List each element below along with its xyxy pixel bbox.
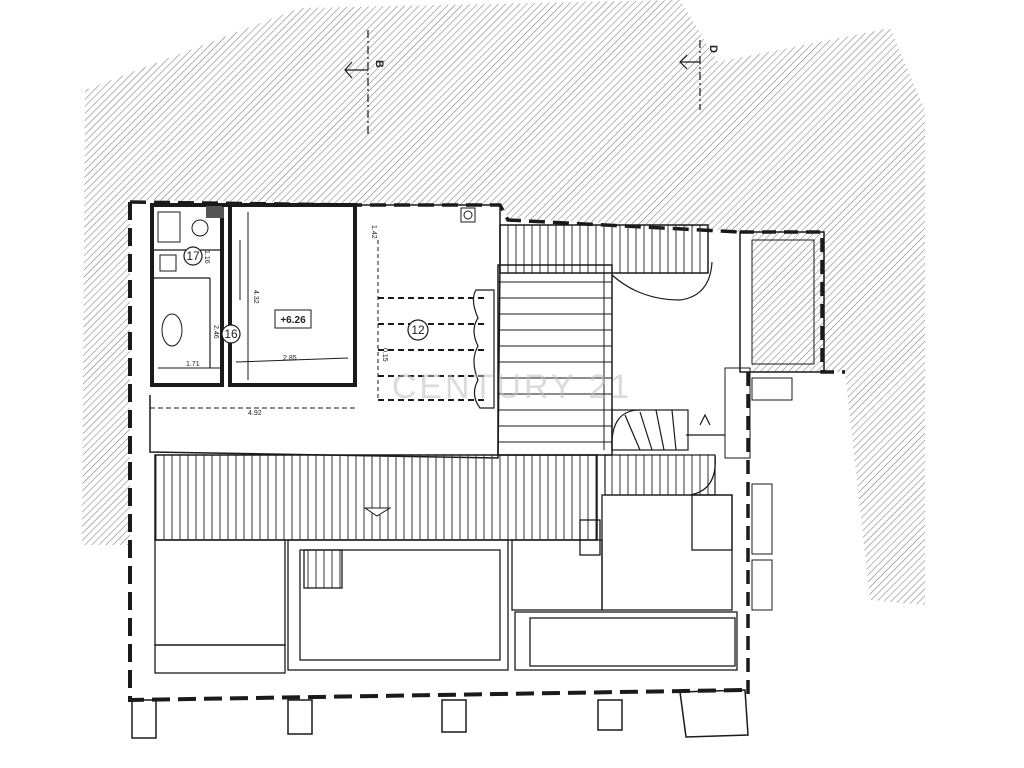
room-12-area	[149, 204, 501, 459]
room-17-marker: 17	[183, 246, 203, 266]
dimension-label: 1.71	[186, 361, 200, 368]
dimension-labels: 1.42 1.16 4.32 2.46 1.71 2.85 4.92 0.15	[186, 225, 388, 417]
section-label-d: D	[707, 45, 719, 53]
room-12-marker: 12	[407, 319, 429, 341]
dimension-label: 0.15	[381, 348, 388, 362]
right-column	[724, 231, 825, 611]
section-marker-d	[679, 40, 701, 110]
dimension-label: 1.16	[203, 250, 210, 264]
dimension-label: 4.92	[248, 410, 262, 417]
dimension-label: 2.85	[283, 355, 297, 362]
watermark: CENTURY 21	[392, 368, 632, 406]
central-stair	[497, 264, 613, 456]
dimension-label: 2.46	[212, 325, 219, 339]
dimension-label: 4.32	[252, 290, 259, 304]
dimension-label: 1.42	[370, 225, 377, 239]
room-16-marker: 16	[221, 324, 241, 344]
exterior-hatch	[82, 0, 925, 605]
room-12-label: 12	[411, 323, 425, 337]
north-stair	[499, 224, 713, 301]
room-17-16-block	[150, 203, 224, 387]
room-16-label: 16	[224, 327, 238, 341]
winder-stair	[604, 409, 725, 496]
section-marker-b	[344, 30, 369, 135]
section-label-b: B	[373, 60, 385, 68]
level-mark-label: +6.26	[280, 315, 306, 326]
room-17-label: 17	[186, 249, 200, 263]
level-mark: +6.26	[274, 309, 312, 329]
lower-rooms	[154, 494, 738, 674]
lower-stair-band	[154, 454, 598, 541]
